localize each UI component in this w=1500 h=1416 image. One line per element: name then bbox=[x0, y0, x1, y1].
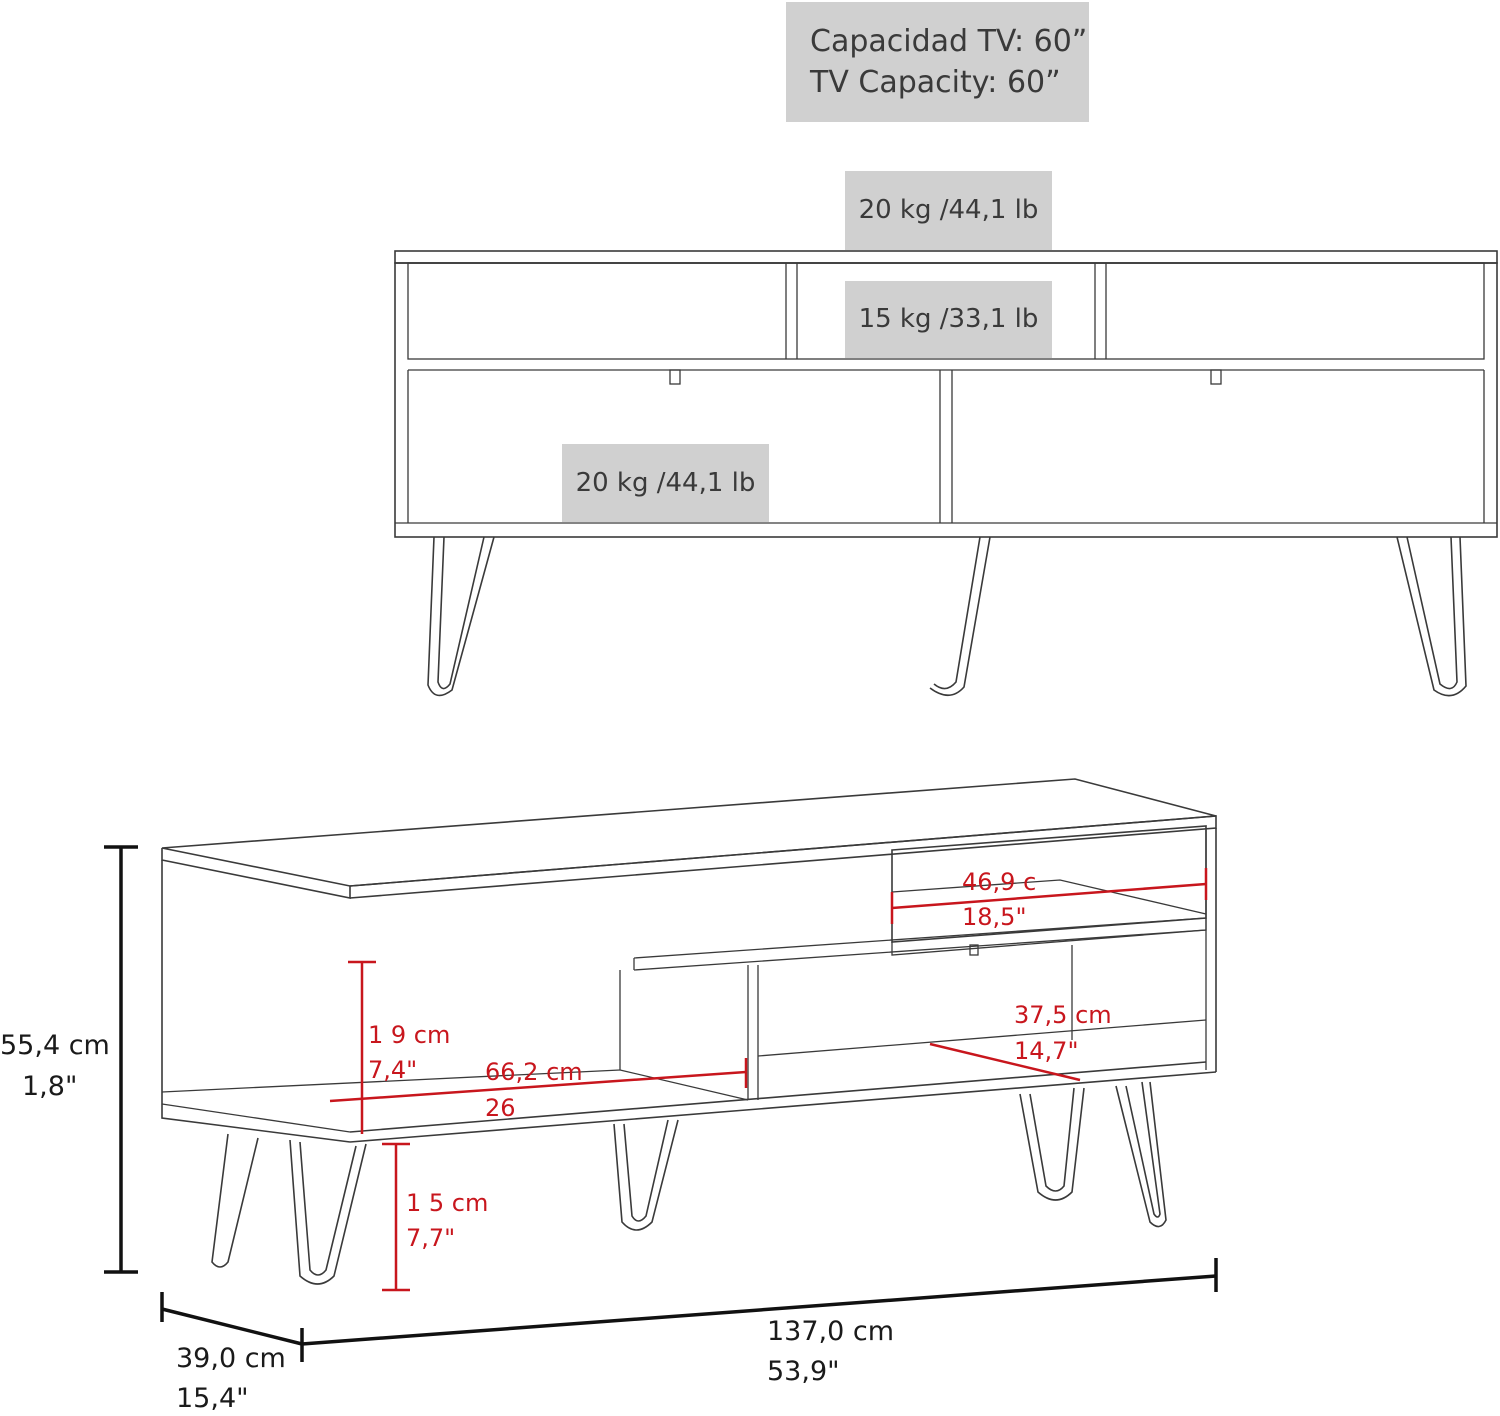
overall-dimensions bbox=[104, 845, 1218, 1362]
drawer-width-in: 18,5" bbox=[962, 903, 1026, 931]
top-front-edge-left bbox=[161, 848, 351, 899]
front-leg-center bbox=[929, 536, 991, 697]
leg-front-center bbox=[613, 1119, 679, 1231]
bottom-shelf-left bbox=[161, 1103, 351, 1133]
width-in: 53,9" bbox=[767, 1356, 840, 1387]
front-leg-right-inner bbox=[1406, 536, 1458, 690]
compartment-floor bbox=[757, 1019, 1207, 1057]
middle-shelf-load-label: 15 kg /33,1 lb bbox=[845, 281, 1052, 358]
top-load-label: 20 kg /44,1 lb bbox=[845, 171, 1052, 250]
front-body bbox=[394, 262, 1498, 538]
front-view-tv-stand bbox=[394, 250, 1498, 697]
leg-height-in: 7,7" bbox=[406, 1224, 455, 1252]
leg-front-right-inner bbox=[1125, 1081, 1161, 1218]
drawer-width-cm: 46,9 c bbox=[962, 868, 1036, 896]
compartment-width-in: 14,7" bbox=[1014, 1037, 1078, 1065]
tv-capacity-english: TV Capacity: 60” bbox=[810, 65, 1061, 100]
front-leg-left-inner bbox=[437, 536, 485, 690]
top-front-edge bbox=[349, 815, 1217, 899]
front-leg-left bbox=[427, 536, 495, 697]
compartment-width-line bbox=[929, 1042, 1081, 1082]
leg-back-right-inner bbox=[1029, 1087, 1075, 1192]
leg-height-cm: 1 5 cm bbox=[406, 1189, 488, 1217]
depth-dimension-line bbox=[161, 1307, 303, 1346]
middle-shelf bbox=[633, 917, 1207, 971]
leg-front-right bbox=[1115, 1081, 1167, 1228]
shelf-width-in: 26 bbox=[485, 1094, 516, 1122]
bottom-front-edge bbox=[349, 1071, 1217, 1143]
leg-front-left-inner bbox=[299, 1141, 357, 1276]
left-side-panel bbox=[161, 860, 351, 1143]
perspective-view-tv-stand bbox=[161, 778, 1217, 1285]
drawer-hinge bbox=[969, 944, 979, 956]
depth-in: 15,4" bbox=[176, 1383, 249, 1414]
leg-front-center-inner bbox=[623, 1119, 669, 1222]
right-drawer-interior bbox=[891, 879, 1207, 915]
height-in: 1,8" bbox=[22, 1071, 77, 1102]
front-upper-opening bbox=[407, 262, 1485, 360]
right-drawer bbox=[891, 825, 1207, 943]
width-cm: 137,0 cm bbox=[767, 1316, 894, 1347]
shelf-height-cm: 1 9 cm bbox=[368, 1021, 450, 1049]
divider-center bbox=[747, 965, 759, 1100]
leg-back-right bbox=[1019, 1087, 1085, 1201]
front-leg-right bbox=[1396, 536, 1467, 697]
drawer-width-line bbox=[891, 882, 1207, 910]
height-cm: 55,4 cm bbox=[0, 1030, 110, 1061]
left-shelf-back bbox=[161, 1069, 621, 1093]
tv-capacity-label: Capacidad TV: 60” TV Capacity: 60” bbox=[786, 2, 1089, 122]
width-dimension-line bbox=[301, 1274, 1217, 1346]
interior-dimensions bbox=[329, 868, 1208, 1292]
leg-front-left bbox=[289, 1139, 367, 1285]
door-hinge-right bbox=[1210, 369, 1222, 385]
depth-cm: 39,0 cm bbox=[176, 1343, 286, 1374]
bottom-shelf-load-label: 20 kg /44,1 lb bbox=[562, 444, 769, 522]
bottom-shelf-top bbox=[349, 1061, 1207, 1133]
front-top-panel bbox=[394, 250, 1498, 264]
shelf-width-cm: 66,2 cm bbox=[485, 1058, 583, 1086]
leg-back-left bbox=[211, 1133, 259, 1268]
compartment-width-cm: 37,5 cm bbox=[1014, 1001, 1112, 1029]
shelf-height-in: 7,4" bbox=[368, 1056, 417, 1084]
door-hinge-left bbox=[669, 369, 681, 385]
right-drawer-bottom bbox=[891, 918, 1207, 956]
shelf-width-line bbox=[329, 1070, 747, 1103]
tv-capacity-spanish: Capacidad TV: 60” bbox=[810, 24, 1088, 59]
front-leg-center-inner bbox=[933, 536, 981, 690]
